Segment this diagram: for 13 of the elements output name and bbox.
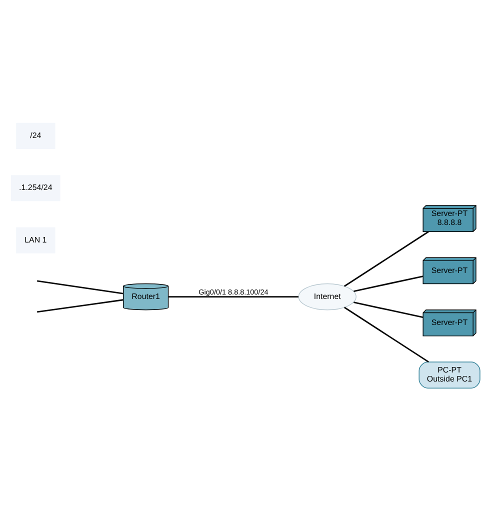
node-ellipse: Internet	[298, 283, 356, 310]
label: LAN 1	[24, 235, 47, 244]
label: /24	[30, 130, 42, 140]
connector	[168, 296, 298, 298]
connector	[344, 306, 429, 363]
connector	[36, 299, 124, 313]
edge-label: Gig0/0/1 8.8.8.100/24	[198, 288, 268, 297]
connector	[36, 280, 124, 294]
connector	[344, 231, 429, 287]
label: .1.254/24	[19, 183, 52, 192]
node-box: PC-PT Outside PC1	[418, 362, 480, 388]
connector	[354, 276, 424, 292]
connector	[354, 302, 424, 318]
